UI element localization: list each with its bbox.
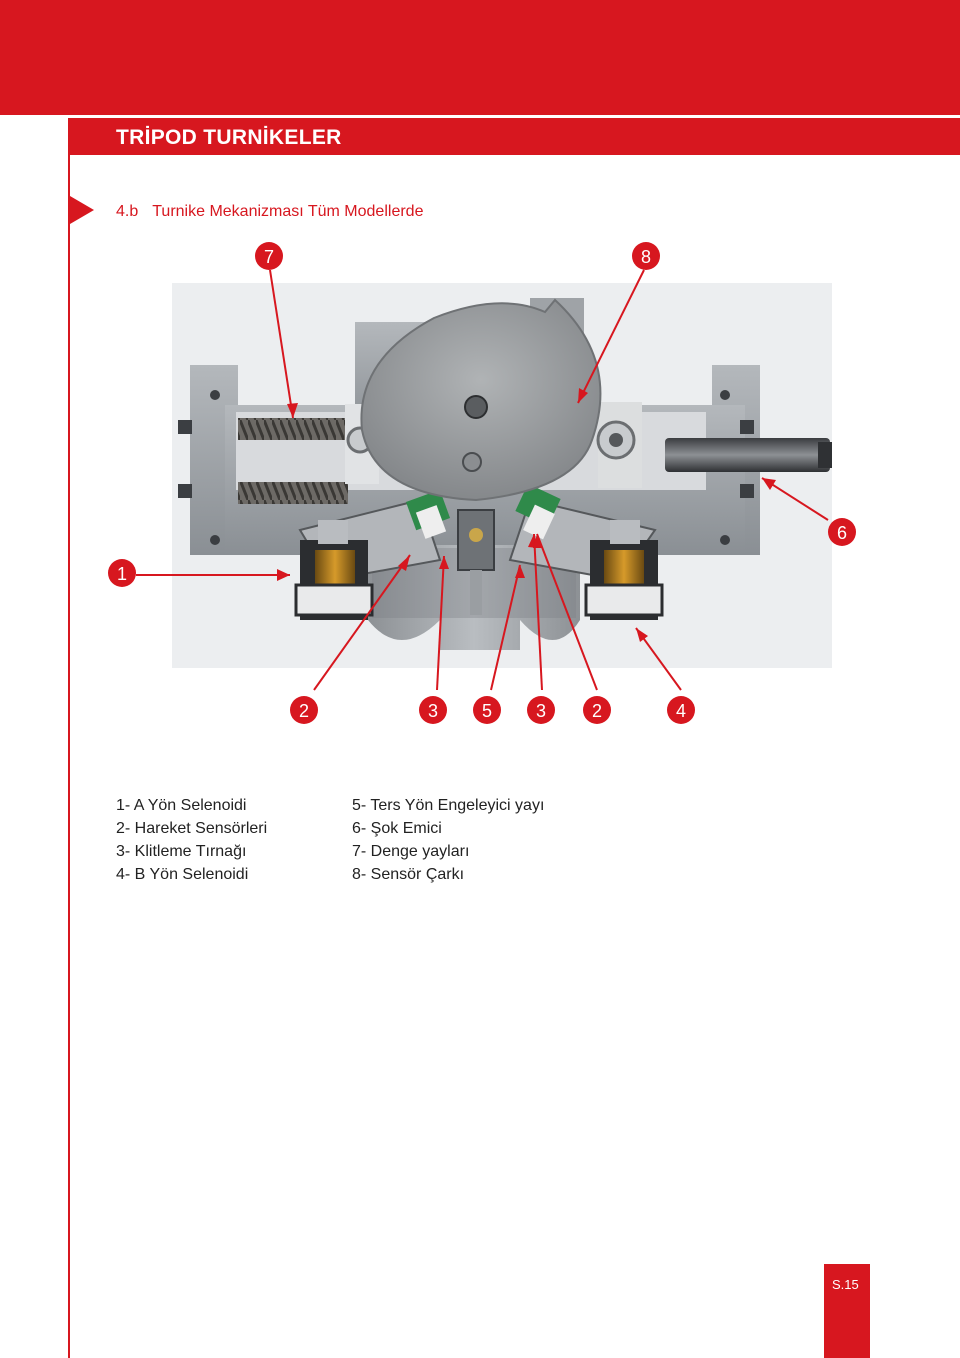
legend-item: 6- Şok Emici bbox=[352, 820, 442, 837]
header-bar: TRİPOD TURNİKELER bbox=[68, 118, 960, 155]
callout-3-left: 3 bbox=[428, 701, 438, 721]
section-arrow-icon bbox=[70, 196, 94, 224]
legend-item: 1- A Yön Selenoidi bbox=[116, 797, 247, 814]
left-red-rule bbox=[68, 118, 70, 1358]
solenoid-a bbox=[294, 520, 374, 620]
legend-item: 8- Sensör Çarkı bbox=[352, 866, 465, 883]
solenoid-b bbox=[584, 520, 664, 620]
shock-absorber bbox=[665, 438, 830, 472]
section-heading: 4.b Turnike Mekanizması Tüm Modellerde bbox=[116, 203, 423, 221]
page-number-tab: S.15 bbox=[824, 1264, 870, 1358]
legend-item: 2- Hareket Sensörleri bbox=[116, 820, 268, 837]
callout-2-right: 2 bbox=[592, 701, 602, 721]
mechanism-diagram: 7 8 1 6 2 3 5 3 2 4 bbox=[108, 242, 856, 724]
callout-4: 4 bbox=[676, 701, 686, 721]
section-title: Turnike Mekanizması Tüm Modellerde bbox=[152, 203, 424, 220]
callout-7: 7 bbox=[264, 247, 274, 267]
callout-2-left: 2 bbox=[299, 701, 309, 721]
section-number: 4.b bbox=[116, 203, 139, 220]
legend-column-2: 5- Ters Yön Engeleyici yayı 6- Şok Emici… bbox=[352, 794, 544, 886]
callout-8: 8 bbox=[641, 247, 651, 267]
callout-1: 1 bbox=[117, 564, 127, 584]
callout-3-right: 3 bbox=[536, 701, 546, 721]
balance-spring-top bbox=[238, 418, 348, 440]
page-number: S.15 bbox=[832, 1277, 859, 1292]
legend-item: 7- Denge yayları bbox=[352, 843, 470, 860]
legend-item: 5- Ters Yön Engeleyici yayı bbox=[352, 797, 545, 814]
top-red-band bbox=[0, 0, 960, 115]
page-title: TRİPOD TURNİKELER bbox=[116, 126, 342, 149]
legend-column-1: 1- A Yön Selenoidi 2- Hareket Sensörleri… bbox=[116, 794, 267, 886]
legend-item: 3- Klitleme Tırnağı bbox=[116, 843, 247, 860]
balance-spring-bottom bbox=[238, 482, 348, 504]
legend-item: 4- B Yön Selenoidi bbox=[116, 866, 249, 883]
callout-5: 5 bbox=[482, 701, 492, 721]
callout-6: 6 bbox=[837, 523, 847, 543]
